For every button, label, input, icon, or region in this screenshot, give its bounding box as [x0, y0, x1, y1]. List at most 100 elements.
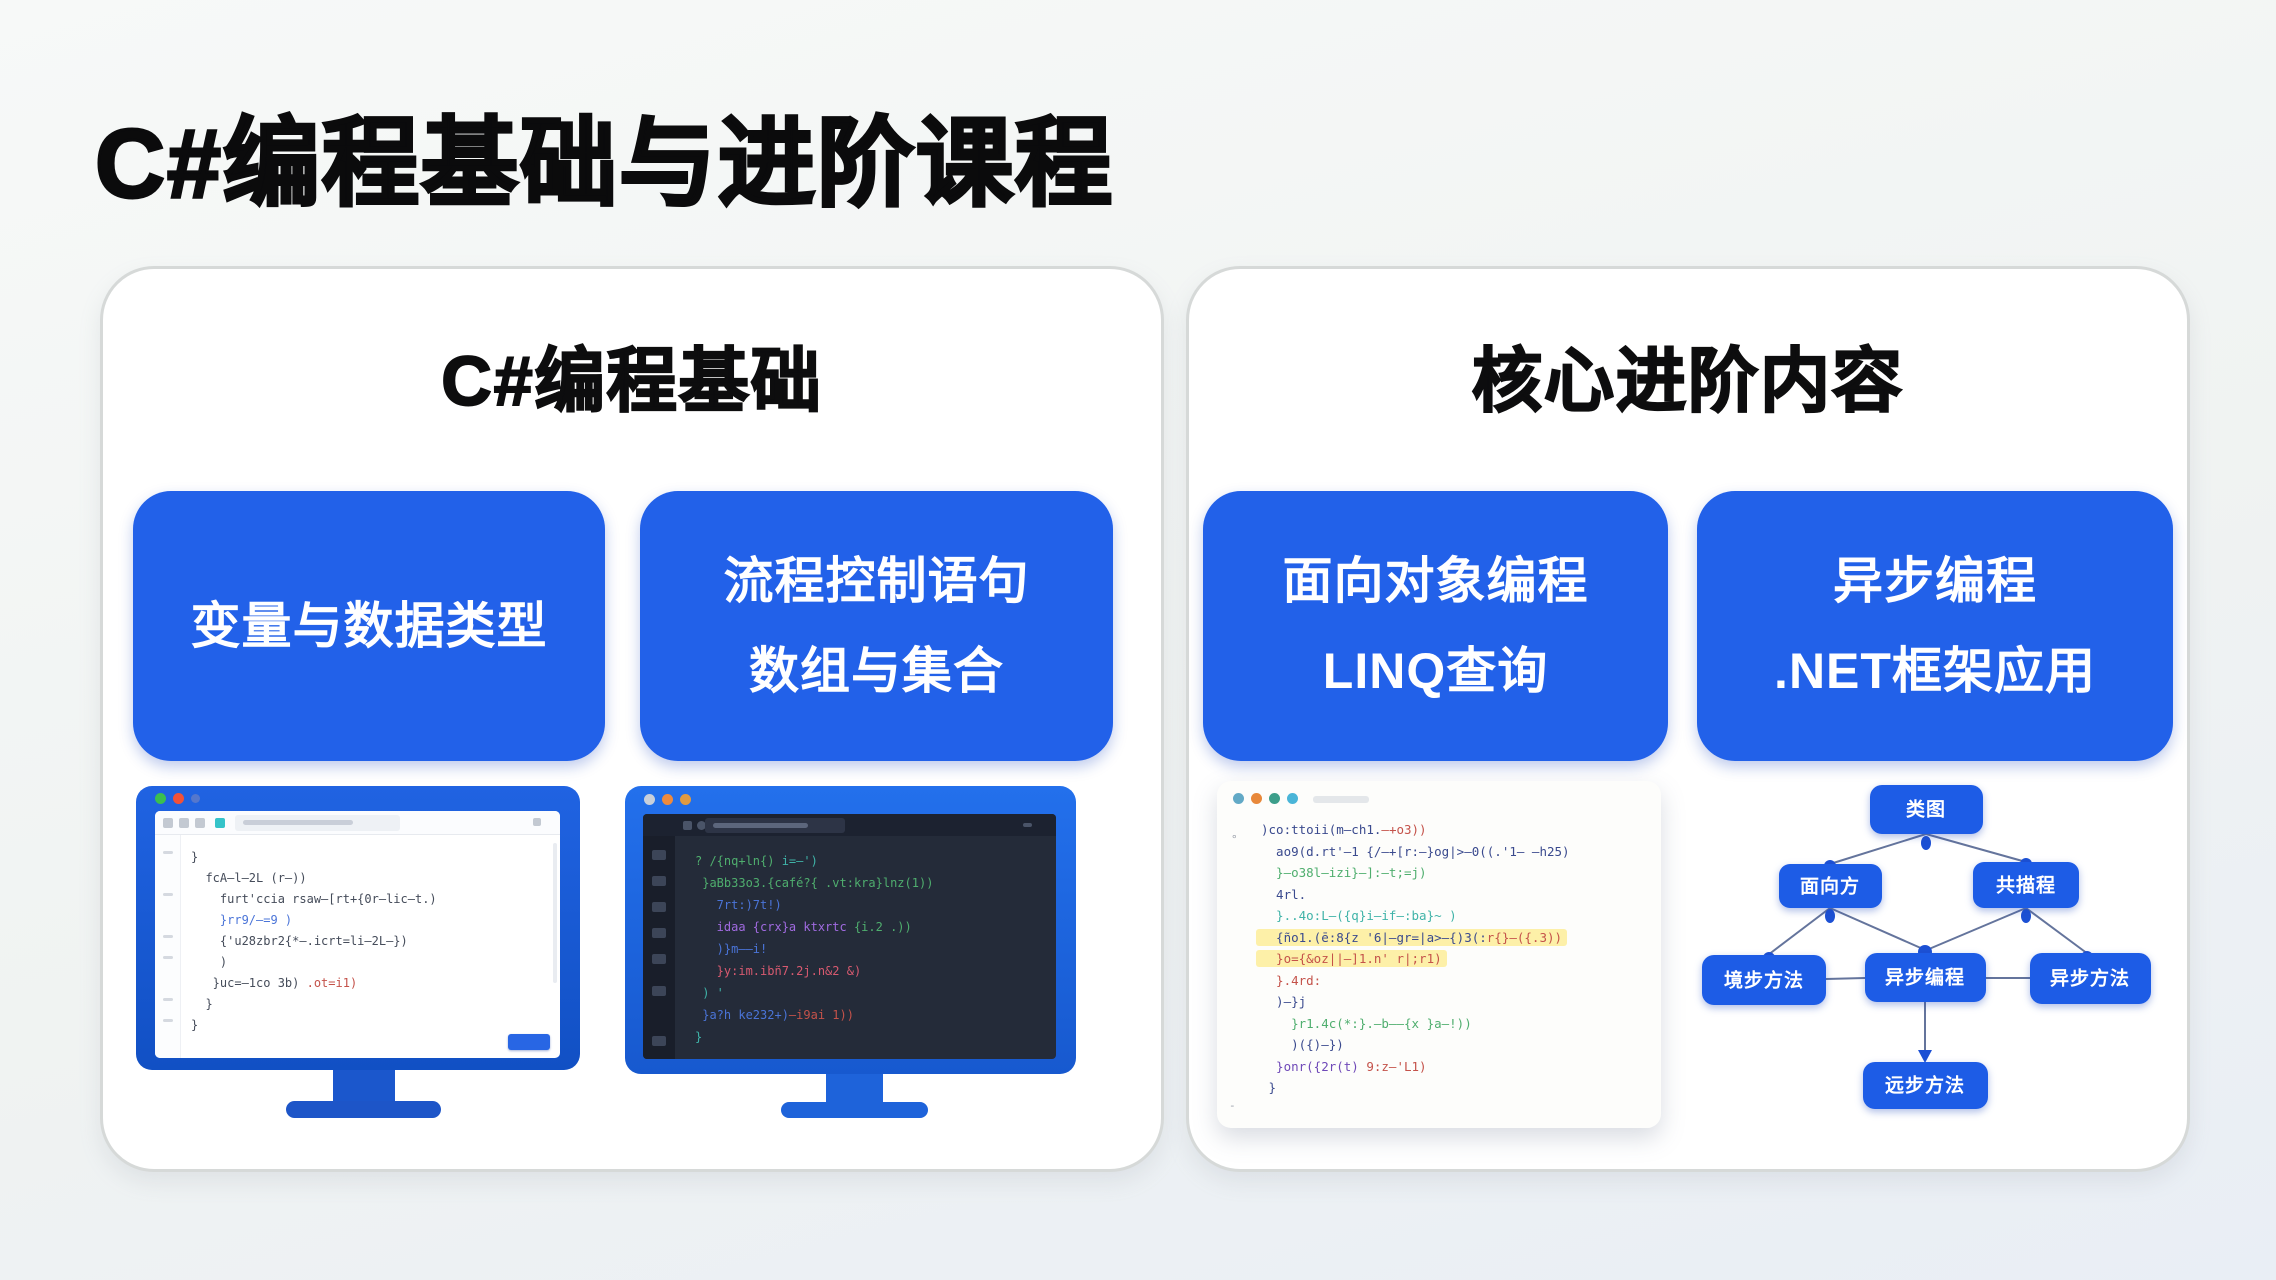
topic-card-label: 异步编程 — [1833, 553, 2037, 609]
traffic-light-gray-icon — [644, 794, 655, 805]
topic-card-label: 流程控制语句 — [723, 553, 1030, 609]
line-number-gutter — [155, 835, 181, 1058]
topic-card-oop-linq[interactable]: 面向对象编程 LINQ查询 — [1203, 491, 1668, 761]
topic-card-label: LINQ查询 — [1322, 643, 1549, 699]
code-line: } — [191, 850, 199, 864]
code-line: }r1.4c(*:}.—b——{x }a—!)) — [1261, 1015, 1472, 1031]
code-line: furt'ccia rsaw—[rt+{0r—lic—t.) — [191, 892, 437, 906]
code-line: )—}j — [1261, 994, 1307, 1009]
card-dot-teal-icon — [1233, 793, 1244, 804]
diagram-node-mid-right — [1973, 862, 2079, 908]
code-area: )co:ttoii(m—ch1.—+o3)) ao9(d.rt'—1 {/—+[… — [1256, 819, 1653, 1099]
tab-label-placeholder — [713, 823, 808, 828]
diagram-node-label: 远步方法 — [1885, 1074, 1965, 1097]
diagram-node-async-method — [2030, 953, 2151, 1004]
code-line: }aBb33o3.{café?{ .vt:kra}lnz(1)) — [695, 876, 934, 890]
topic-card-label: .NET框架应用 — [1774, 643, 2096, 699]
diagram-node-label: 境步方法 — [1724, 969, 1804, 992]
diagram-node-async-programming — [1865, 953, 1986, 1002]
diagram-node-class-diagram — [1870, 785, 1983, 834]
traffic-light-red-icon — [173, 793, 184, 804]
code-line: ? /{nq+ln{) i=—') — [695, 854, 818, 868]
diagram-edge — [1928, 907, 2027, 950]
toolbar-icon — [179, 818, 189, 828]
run-button[interactable] — [508, 1034, 550, 1050]
code-area: ? /{nq+ln{) i=—') }aBb33o3.{café?{ .vt:k… — [695, 850, 1050, 1048]
panel-advanced: 核心进阶内容 面向对象编程 LINQ查询 异步编程 .NET框架应用 ° - )… — [1186, 266, 2190, 1172]
code-line: } — [191, 1018, 199, 1032]
traffic-light-amber-icon — [680, 794, 691, 805]
connector-drop-icon — [1825, 909, 1835, 923]
topic-card-async-dotnet[interactable]: 异步编程 .NET框架应用 — [1697, 491, 2173, 761]
code-area: } fcA—l—2L (r—)) furt'ccia rsaw—[rt+{0r—… — [191, 847, 552, 1036]
diagram-edge — [1829, 907, 1924, 950]
code-line: }uc=—1co 3b) .ot=i1) — [191, 976, 358, 990]
toolbar-icon — [195, 818, 205, 828]
gutter-mark: ° — [1231, 833, 1238, 846]
left-panel-heading: C#编程基础 — [440, 341, 823, 421]
topic-card-flow-control[interactable]: 流程控制语句 数组与集合 — [640, 491, 1113, 761]
code-line: )co:ttoii(m—ch1.—+o3)) — [1261, 822, 1427, 837]
gutter-mark: - — [1229, 1099, 1236, 1112]
diagram-node-label: 异步方法 — [2050, 967, 2130, 990]
diagram-edge — [1767, 907, 1831, 956]
file-chip-icon — [215, 818, 225, 828]
editor-tab — [235, 815, 400, 831]
async-flow-diagram: 类图 面向方 共描程 境步方法 异步编程 异步方法 远步方法 — [1702, 785, 2151, 1109]
card-dot-cyan-icon — [1287, 793, 1298, 804]
page-title: C#编程基础与进阶课程 — [94, 108, 1114, 220]
editor-titlebar — [643, 814, 1056, 836]
connector-drop-icon — [2021, 909, 2031, 923]
code-snippet-card: ° - )co:ttoii(m—ch1.—+o3)) ao9(d.rt'—1 {… — [1217, 781, 1661, 1128]
toolbar-icon — [163, 818, 173, 828]
editor-toolbar — [155, 811, 560, 835]
card-dot-green-icon — [1269, 793, 1280, 804]
editor-screen: } fcA—l—2L (r—)) furt'ccia rsaw—[rt+{0r—… — [155, 811, 560, 1058]
card-tab-placeholder — [1313, 796, 1369, 803]
monitor-frame: } fcA—l—2L (r—)) furt'ccia rsaw—[rt+{0r—… — [136, 786, 580, 1070]
traffic-light-blue-icon — [191, 794, 200, 803]
traffic-light-orange-icon — [662, 794, 673, 805]
diagram-node-label: 类图 — [1906, 798, 1946, 821]
editor-screen: ? /{nq+ln{) i=—') }aBb33o3.{café?{ .vt:k… — [643, 814, 1056, 1059]
titlebar-icon — [683, 821, 692, 830]
toolbar-more-icon — [533, 818, 541, 826]
code-line: ao9(d.rt'—1 {/—+[r:—}og|>—0((.'1— —h25) — [1261, 843, 1570, 859]
scrollbar[interactable] — [553, 843, 557, 983]
diagram-edge — [1829, 833, 1927, 865]
code-line-highlighted: {ño1.(ē:8{z '6|—gr=|a>—{)3(:r{}—({.3)) — [1256, 927, 1653, 949]
diagram-node-label: 面向方 — [1800, 875, 1860, 898]
topic-card-label: 面向对象编程 — [1282, 553, 1589, 609]
code-line: fcA—l—2L (r—)) — [191, 871, 307, 885]
right-panel-heading: 核心进阶内容 — [1471, 341, 1904, 421]
topic-card-label: 数组与集合 — [749, 643, 1004, 699]
titlebar-more-icon — [1023, 823, 1032, 827]
code-line: ) ' — [695, 986, 724, 1000]
code-line: }rr9/—=9 ) — [191, 913, 293, 927]
diagram-node-bottom — [1863, 1062, 1988, 1109]
topic-card-variables[interactable]: 变量与数据类型 — [133, 491, 605, 761]
diagram-node-label: 异步编程 — [1885, 966, 1965, 989]
diagram-node-label: 共描程 — [1996, 874, 2056, 897]
arrowhead-down-icon — [1918, 1050, 1932, 1063]
monitor-frame: ? /{nq+ln{) i=—') }aBb33o3.{café?{ .vt:k… — [625, 786, 1076, 1074]
editor-tab — [705, 818, 845, 833]
tab-label-placeholder — [243, 820, 353, 825]
code-line: 4rl. — [1261, 886, 1307, 902]
code-line: idaa {crx}a ktxrtc {i.2 .)) — [695, 920, 912, 934]
monitor-stand-base — [286, 1101, 441, 1118]
code-line: }.4rd: — [1261, 972, 1322, 988]
traffic-light-green-icon — [155, 793, 166, 804]
code-line: 7rt:)7t!) — [695, 898, 782, 912]
panel-basics: C#编程基础 变量与数据类型 流程控制语句 数组与集合 — [100, 266, 1164, 1172]
code-line: } — [1261, 1080, 1277, 1095]
code-line: }—o38l—izi}—]:—t;=j) — [1261, 865, 1427, 880]
code-line: {'u28zbr2{*—.icrt=li—2L—}) — [191, 934, 408, 948]
diagram-node-row-left — [1702, 955, 1826, 1005]
monitor-light-editor: } fcA—l—2L (r—)) furt'ccia rsaw—[rt+{0r—… — [136, 786, 580, 1118]
titlebar-icon — [697, 821, 706, 830]
code-line: )({)—}) — [1261, 1037, 1344, 1052]
code-line: ) — [191, 955, 228, 969]
code-line: }y:im.ibñ7.2j.n&2 &) — [695, 964, 862, 978]
